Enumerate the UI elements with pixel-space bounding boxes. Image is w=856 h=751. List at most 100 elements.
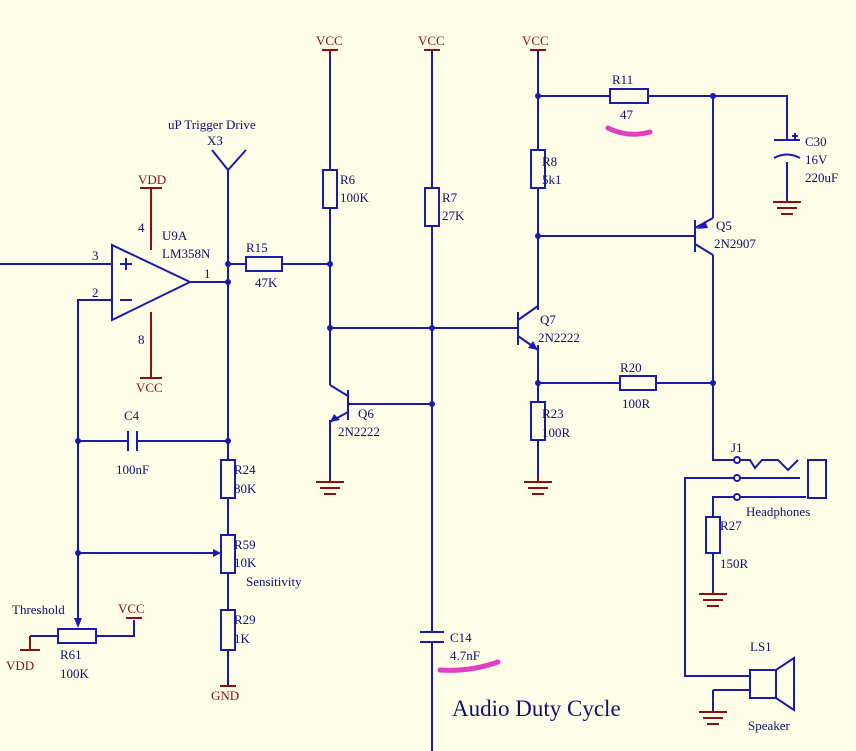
svg-text:4: 4 bbox=[138, 220, 145, 235]
headphone-jack-j1: J1 Headphones bbox=[731, 440, 827, 519]
svg-text:VCC: VCC bbox=[316, 33, 343, 48]
svg-text:C30: C30 bbox=[805, 134, 827, 149]
vdd-symbol-opamp: VDD bbox=[138, 172, 166, 250]
svg-text:1: 1 bbox=[204, 266, 211, 281]
svg-text:3: 3 bbox=[92, 248, 99, 263]
svg-text:Headphones: Headphones bbox=[746, 504, 810, 519]
svg-text:Q6: Q6 bbox=[358, 406, 374, 421]
vcc-symbol-threshold: VCC bbox=[118, 601, 145, 619]
svg-text:100R: 100R bbox=[542, 425, 571, 440]
svg-text:C14: C14 bbox=[450, 630, 472, 645]
highlight-marks bbox=[437, 125, 653, 673]
svg-text:5k1: 5k1 bbox=[542, 172, 562, 187]
svg-text:1K: 1K bbox=[234, 631, 251, 646]
gnd-symbol-r29: GND bbox=[211, 685, 239, 703]
svg-text:2N2222: 2N2222 bbox=[338, 424, 380, 439]
svg-text:X3: X3 bbox=[207, 133, 223, 148]
svg-text:Q7: Q7 bbox=[540, 312, 556, 327]
svg-text:R61: R61 bbox=[60, 647, 82, 662]
svg-text:LS1: LS1 bbox=[750, 639, 772, 654]
resistor-r27: R27 150R bbox=[705, 516, 749, 571]
diagram-title: Audio Duty Cycle bbox=[452, 696, 621, 721]
wires bbox=[0, 50, 788, 751]
svg-text:80K: 80K bbox=[234, 481, 257, 496]
svg-text:R15: R15 bbox=[246, 240, 268, 255]
vcc-symbol-r6: VCC bbox=[316, 33, 343, 56]
svg-text:100R: 100R bbox=[622, 396, 651, 411]
svg-text:R8: R8 bbox=[542, 154, 557, 169]
transistor-q6: Q6 2N2222 bbox=[329, 384, 380, 439]
potentiometer-r61: Threshold R61 100K bbox=[12, 602, 97, 681]
resistor-r11: R11 47 bbox=[609, 72, 649, 122]
svg-text:R7: R7 bbox=[442, 190, 458, 205]
svg-text:R6: R6 bbox=[340, 172, 356, 187]
svg-text:R20: R20 bbox=[620, 360, 642, 375]
svg-text:4.7nF: 4.7nF bbox=[450, 648, 480, 663]
svg-text:Speaker: Speaker bbox=[748, 718, 791, 733]
svg-text:GND: GND bbox=[211, 688, 239, 703]
vcc-symbol-r7: VCC bbox=[418, 33, 445, 51]
potentiometer-r59: R59 10K Sensitivity bbox=[212, 534, 302, 589]
speaker-ls1: LS1 Speaker bbox=[748, 639, 795, 733]
svg-text:8: 8 bbox=[138, 332, 145, 347]
opamp-u9a: U9A LM358N 3 2 1 4 8 bbox=[92, 220, 211, 347]
svg-text:2: 2 bbox=[92, 285, 99, 300]
resistor-r8: R8 5k1 bbox=[530, 149, 562, 189]
capacitor-c30: C30 16V 220uF bbox=[773, 133, 838, 185]
svg-text:R23: R23 bbox=[542, 406, 564, 421]
capacitor-c4: C4 100nF bbox=[116, 408, 149, 477]
resistor-r23: R23 100R bbox=[530, 401, 571, 441]
svg-text:R59: R59 bbox=[234, 537, 256, 552]
resistor-r29: R29 1K bbox=[220, 609, 256, 651]
ground-q6 bbox=[316, 480, 344, 495]
ground-c30 bbox=[773, 200, 801, 215]
resistor-r6: R6 100K bbox=[322, 169, 370, 209]
ground-speaker bbox=[699, 710, 727, 725]
transistor-q5: Q5 2N2907 bbox=[694, 217, 756, 256]
svg-text:R27: R27 bbox=[720, 518, 742, 533]
svg-text:R24: R24 bbox=[234, 462, 256, 477]
svg-text:16V: 16V bbox=[805, 152, 828, 167]
svg-text:uP Trigger Drive: uP Trigger Drive bbox=[168, 117, 256, 132]
svg-text:Sensitivity: Sensitivity bbox=[246, 574, 302, 589]
svg-text:2N2907: 2N2907 bbox=[714, 236, 756, 251]
svg-text:R11: R11 bbox=[612, 72, 633, 87]
junction-dots bbox=[75, 93, 716, 556]
svg-text:VCC: VCC bbox=[118, 601, 145, 616]
svg-text:VCC: VCC bbox=[136, 380, 163, 395]
svg-text:10K: 10K bbox=[234, 555, 257, 570]
svg-text:Q5: Q5 bbox=[716, 218, 732, 233]
svg-text:2N2222: 2N2222 bbox=[538, 330, 580, 345]
resistor-r24: R24 80K bbox=[220, 459, 257, 499]
svg-text:220uF: 220uF bbox=[805, 170, 838, 185]
ground-r23 bbox=[524, 478, 552, 495]
vcc-symbol-r8: VCC bbox=[522, 33, 549, 51]
svg-text:100K: 100K bbox=[60, 666, 90, 681]
svg-text:27K: 27K bbox=[442, 208, 465, 223]
svg-text:100K: 100K bbox=[340, 190, 370, 205]
trigger-connector-x3: uP Trigger Drive X3 bbox=[168, 117, 256, 172]
svg-text:VCC: VCC bbox=[418, 33, 445, 48]
svg-text:150R: 150R bbox=[720, 556, 749, 571]
svg-text:Threshold: Threshold bbox=[12, 602, 65, 617]
svg-text:C4: C4 bbox=[124, 408, 140, 423]
svg-text:J1: J1 bbox=[731, 440, 743, 455]
svg-text:47: 47 bbox=[620, 107, 634, 122]
svg-text:R29: R29 bbox=[234, 612, 256, 627]
svg-text:LM358N: LM358N bbox=[162, 246, 211, 261]
svg-text:U9A: U9A bbox=[162, 228, 188, 243]
resistor-r20: R20 100R bbox=[619, 360, 657, 411]
resistor-r15: R15 47K bbox=[245, 240, 283, 290]
vcc-symbol-opamp: VCC bbox=[136, 312, 163, 395]
transistor-q7: Q7 2N2222 bbox=[517, 305, 580, 351]
svg-text:VCC: VCC bbox=[522, 33, 549, 48]
vdd-symbol-threshold: VDD bbox=[6, 636, 40, 673]
svg-text:VDD: VDD bbox=[138, 172, 166, 187]
svg-text:47K: 47K bbox=[255, 275, 278, 290]
svg-text:VDD: VDD bbox=[6, 658, 34, 673]
svg-text:100nF: 100nF bbox=[116, 462, 149, 477]
ground-r27 bbox=[699, 592, 727, 607]
resistor-r7: R7 27K bbox=[424, 187, 465, 227]
capacitor-c14: C14 4.7nF bbox=[420, 630, 480, 663]
